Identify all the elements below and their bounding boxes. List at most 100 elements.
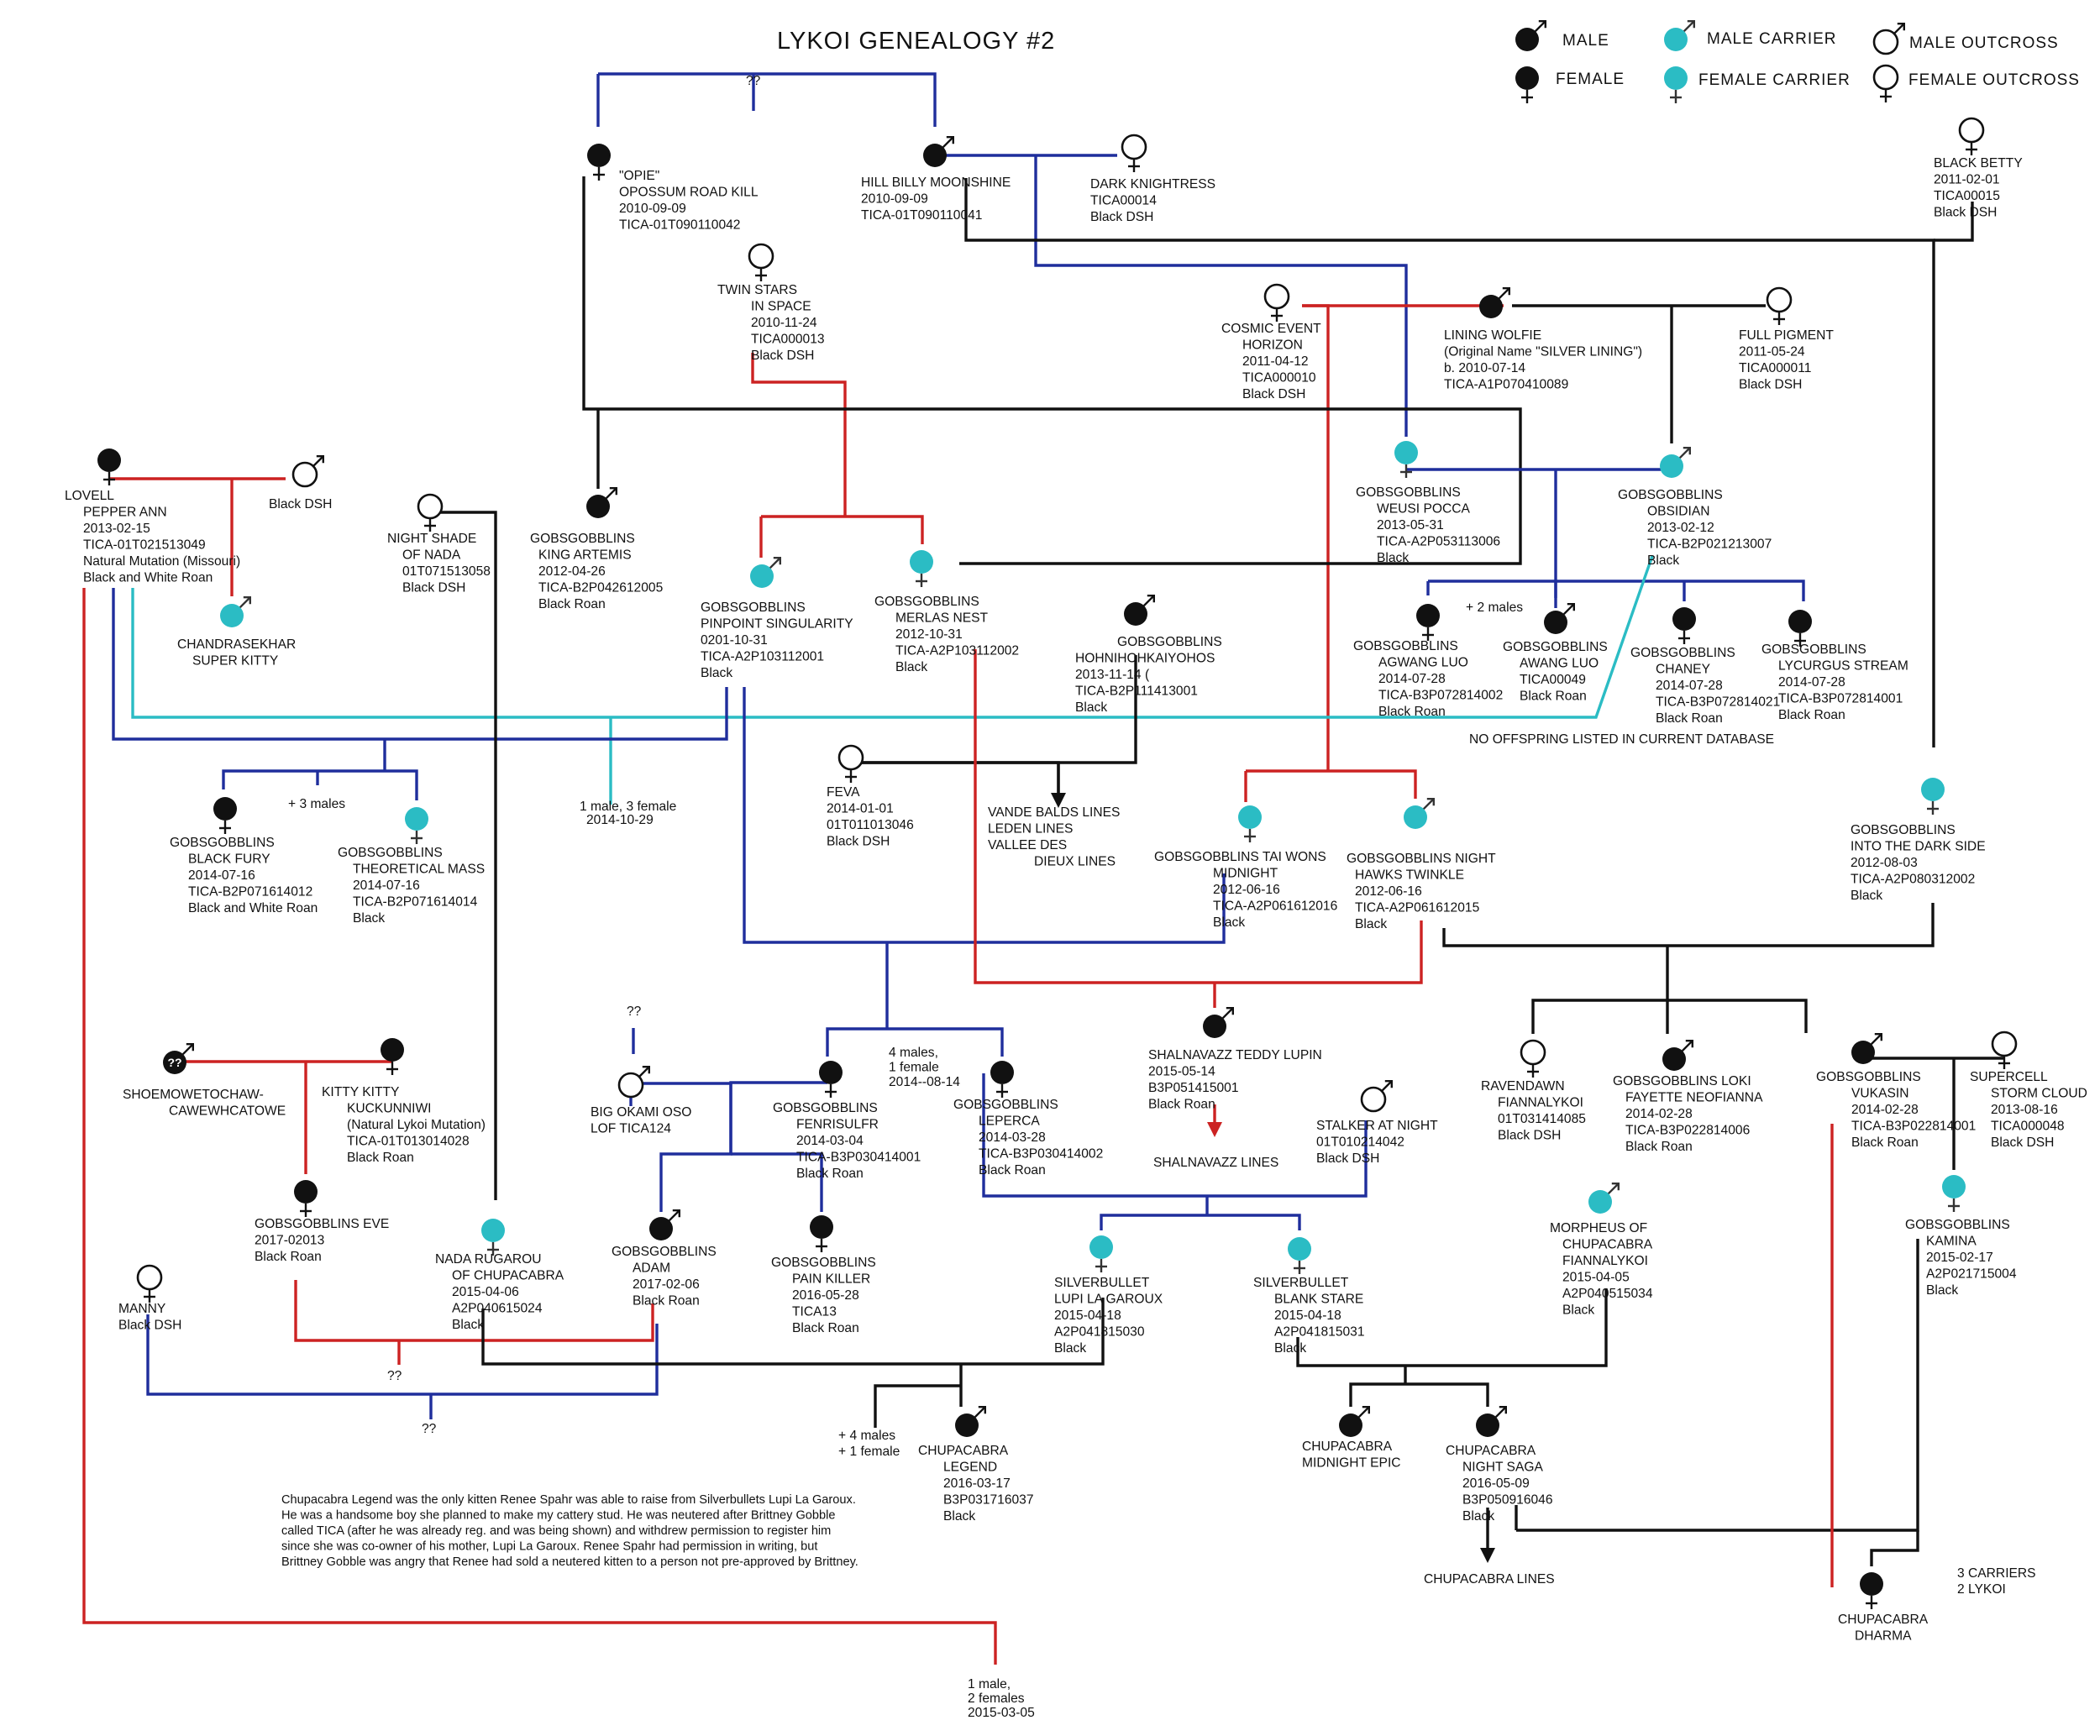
cat-nightsaga-line: Black [1462,1509,1494,1524]
cat-loki-line: FAYETTE NEOFIANNA [1625,1091,1763,1105]
cat-fenrisulfr-line: TICA-B3P030414001 [796,1151,921,1165]
cat-eve-female-icon [294,1180,318,1217]
cat-legend-line: LEGEND [943,1461,997,1475]
cat-leperca-female-icon [990,1061,1014,1098]
note-vandebalds-line: DIEUX LINES [1034,855,1116,869]
legend-male-label: MALE [1562,32,1609,50]
cat-agwang-line: 2014-07-28 [1378,672,1446,686]
cat-wolfie-male-icon [1479,287,1511,318]
cat-merlas-line: 2012-10-31 [895,627,963,642]
cat-weusi-line: WEUSI POCCA [1377,502,1470,517]
cat-lycurgus-line: Black Roan [1778,708,1845,722]
connector-black [851,761,1060,800]
cat-chaney-line: Black Roan [1656,711,1723,726]
cat-leperca-line: TICA-B3P030414002 [979,1147,1103,1162]
note-nooffspring-line: NO OFFSPRING LISTED IN CURRENT DATABASE [1469,732,1774,747]
cat-eve-line: Black Roan [255,1250,322,1264]
cat-pinpoint-line: GOBSGOBBLINS [701,601,806,615]
cat-weusi-female-carrier-icon [1394,441,1418,478]
cat-nighthawks-male-carrier-icon [1404,798,1436,829]
cat-obsidian-line: TICA-B2P021213007 [1647,538,1772,552]
cat-teddylupin-male-icon [1203,1006,1235,1038]
cat-agwang-line: Black Roan [1378,705,1446,719]
note-nooffspring: NO OFFSPRING LISTED IN CURRENT DATABASE [1469,732,1774,747]
cat-chandrasekhar-line: CHANDRASEKHAR [177,637,296,652]
diagram-title: LYKOI GENEALOGY #2 [777,28,1055,55]
cat-hohni-line: HOHNIHOHKAIYOHOS [1075,652,1215,666]
cat-morpheus-male-carrier-icon [1588,1182,1620,1214]
cat-lupi-line: LUPI LA GAROUX [1054,1293,1163,1307]
cat-theoretical-line: GOBSGOBBLINS [338,846,443,860]
legend-male-carrier-label: MALE CARRIER [1707,30,1837,48]
note-chupacabralines-line: CHUPACABRA LINES [1424,1572,1555,1587]
cat-artemis-line: KING ARTEMIS [538,548,632,563]
cat-fenrisulfr-line: Black Roan [796,1167,864,1181]
cat-leperca-line: LEPERCA [979,1115,1040,1129]
cat-wolfie-line: LINING WOLFIE [1444,328,1541,343]
cat-painkiller-line: PAIN KILLER [792,1272,870,1287]
cat-kittykitty-line: (Natural Lykoi Mutation) [347,1118,486,1132]
cat-hillbilly-male-icon [923,135,955,167]
cat-bigokami-line: BIG OKAMI OSO [591,1105,691,1120]
cat-kittykitty: KITTY KITTY KUCKUNNIWI (Natural Lykoi Muta… [322,1038,486,1165]
connector-blue [826,942,1004,1057]
cat-teddylupin-line: Black Roan [1148,1098,1215,1112]
cat-lovell-line: LOVELL [65,489,114,503]
cat-artemis-line: 2012-04-26 [538,564,606,579]
cat-feva-line: 01T011013046 [827,818,914,832]
cat-feva-line: FEVA [827,785,860,800]
note-plus4males-line: + 4 males [838,1429,895,1443]
cat-taiwons-female-carrier-icon [1238,805,1262,842]
note-qq-top-line: ?? [746,74,761,88]
cat-nightsaga-male-icon [1476,1405,1508,1437]
note-litter-2015-03-05-line: 1 male, [968,1677,1011,1691]
cat-vukasin-line: TICA-B3P022814001 [1851,1120,1976,1134]
cat-lovell-line: 2013-02-15 [83,522,150,536]
note-plus3males: + 3 males [288,797,345,811]
legend-male-outcross-label: MALE OUTCROSS [1909,34,2059,52]
connector-red [294,1280,654,1342]
cat-fullpigment-line: Black DSH [1739,378,1802,392]
cat-cosmic-line: TICA000010 [1242,371,1316,385]
cat-adam-line: Black Roan [633,1294,700,1309]
note-litter-2014-08-14-line: 2014--08-14 [889,1075,960,1089]
cat-feva-line: 2014-01-01 [827,802,894,816]
cat-theoretical-line: TICA-B2P071614014 [353,895,478,910]
cat-obsidian-male-carrier-icon [1660,447,1692,478]
cat-opie-line: TICA-01T090110042 [619,218,740,233]
connector-blue [1428,580,1805,601]
cat-shoemo: ??SHOEMOWETOCHAW-CAWEWHCATOWE [123,1042,286,1119]
cat-painkiller-line: Black Roan [792,1321,859,1335]
cat-lycurgus-line: LYCURGUS STREAM [1778,659,1908,674]
cat-wolfie-line: b. 2010-07-14 [1444,361,1525,375]
cat-nighthawks-line: Black [1355,917,1387,931]
cat-nightshade-female-outcross-icon [417,493,444,532]
cat-blankstare-line: BLANK STARE [1274,1293,1363,1307]
cat-lovell-line: PEPPER ANN [83,506,167,520]
cat-blankstare-female-carrier-icon [1288,1237,1311,1274]
cat-lycurgus-line: TICA-B3P072814001 [1778,692,1903,706]
cat-supercell-line: 2013-08-16 [1991,1103,2058,1117]
cat-blankstare-line: 2015-04-18 [1274,1309,1341,1323]
cat-twinstars-line: 2010-11-24 [751,316,817,330]
cat-theoretical-line: 2014-07-16 [353,878,420,893]
cat-kittykitty-line: KUCKUNNIWI [347,1102,432,1116]
cat-kittykitty-line: KITTY KITTY [322,1085,400,1099]
cat-hillbilly-line: 2010-09-09 [861,192,928,207]
cat-chaney: GOBSGOBBLINSCHANEY2014-07-28TICA-B3P0728… [1630,607,1780,726]
cat-nighthawks-line: HAWKS TWINKLE [1355,868,1464,883]
connector-black [1934,202,1974,242]
cat-taiwons-line: TICA-A2P061612016 [1213,899,1337,914]
